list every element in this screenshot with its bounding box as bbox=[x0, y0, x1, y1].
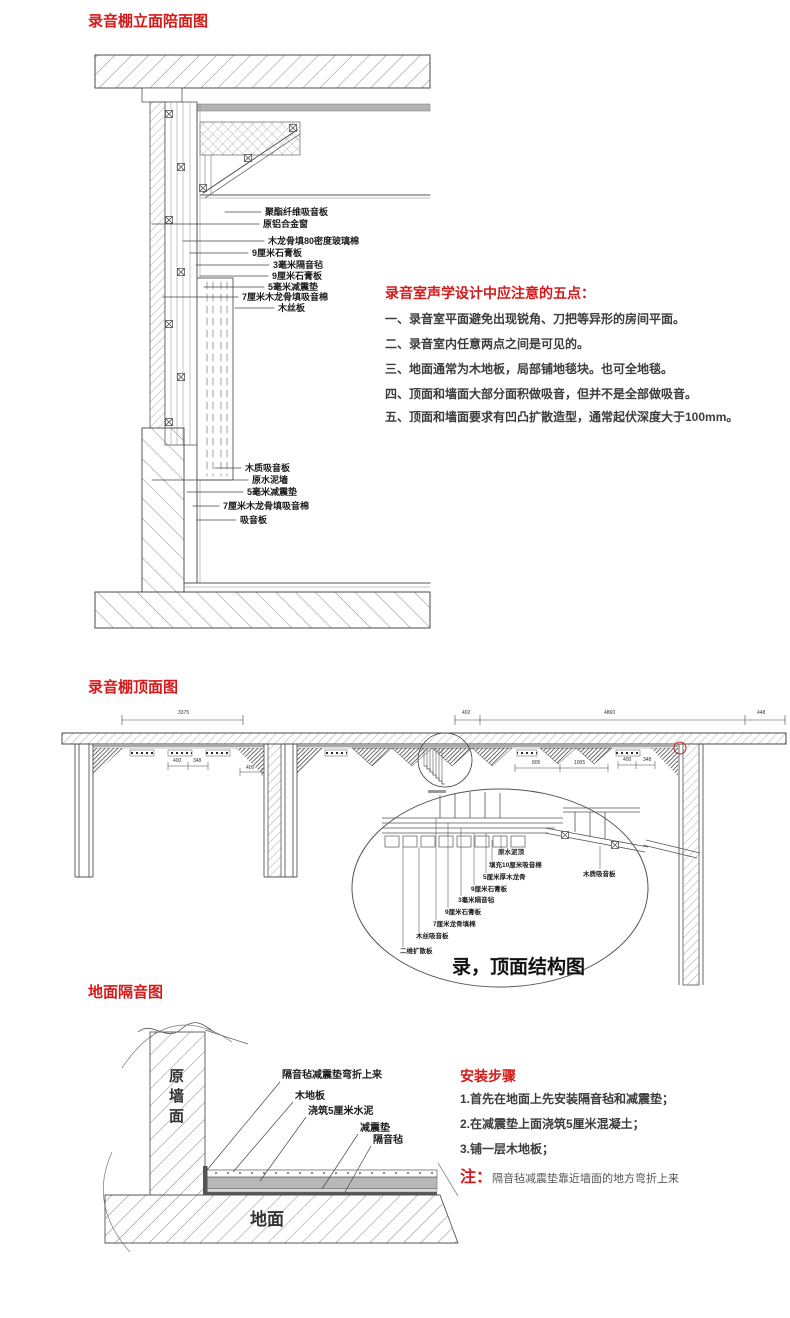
dimension-text: 400 bbox=[246, 765, 255, 771]
steps-heading: 安装步骤 bbox=[460, 1068, 516, 1084]
acoustic-note-item: 一、录音室平面避免出现锐角、刀把等异形的房间平面。 bbox=[385, 312, 686, 326]
material-label: 5毫米减震垫 bbox=[247, 487, 298, 497]
dimension-text: 805 bbox=[532, 760, 541, 766]
dimension-text: 400 bbox=[623, 757, 632, 763]
acoustic-note-item: 三、地面通常为木地板，局部铺地毯块。也可全地毯。 bbox=[385, 362, 674, 376]
detail-label: 填充10厘米吸音棉 bbox=[489, 862, 542, 869]
material-label: 木龙骨填80密度玻璃棉 bbox=[268, 236, 360, 246]
dimension-text: 1005 bbox=[574, 760, 586, 766]
note-label: 注： bbox=[460, 1169, 493, 1186]
material-label: 聚酯纤维吸音板 bbox=[265, 207, 329, 217]
dimension-text: 4860 bbox=[604, 710, 616, 716]
pad-layer bbox=[206, 1188, 438, 1193]
dimension-text: 448 bbox=[757, 710, 766, 716]
concrete-layer bbox=[206, 1176, 438, 1189]
material-label: 木丝板 bbox=[278, 303, 306, 313]
detail-label: 9厘米石膏板 bbox=[471, 886, 508, 893]
step-item: 3.铺一层木地板； bbox=[460, 1142, 555, 1156]
acoustic-note-item: 五、顶面和墙面要求有凹凸扩散造型，通常起伏深度大于100mm。 bbox=[385, 410, 739, 424]
detail-source-circle bbox=[417, 732, 473, 788]
layer-label: 浇筑5厘米水泥 bbox=[308, 1106, 374, 1117]
detail-label: 3毫米隔音毡 bbox=[458, 897, 495, 904]
felt-layer bbox=[207, 1192, 437, 1196]
material-label: 木质吸音板 bbox=[245, 463, 291, 473]
detail-label: 7厘米龙骨填棉 bbox=[433, 921, 476, 928]
acoustic-note-item: 二、录音室内任意两点之间是可见的。 bbox=[385, 337, 590, 351]
floor-label: 地面 bbox=[250, 1210, 284, 1229]
dimension-text: 3375 bbox=[178, 710, 190, 716]
dimension-text: 348 bbox=[643, 757, 652, 763]
material-label: 吸音板 bbox=[240, 515, 268, 525]
section2-title: 录音棚顶面图 bbox=[88, 679, 179, 696]
felt-bend-up bbox=[203, 1166, 208, 1195]
material-label: 原水泥墙 bbox=[252, 475, 289, 485]
material-label: 原铝合金窗 bbox=[263, 219, 309, 229]
dimension-text: 402 bbox=[462, 710, 471, 716]
detail-caption: 录，顶面结构图 bbox=[452, 957, 586, 978]
wall-label: 原墙面 bbox=[167, 1068, 184, 1128]
ceiling-plan-drawing bbox=[61, 715, 787, 988]
detail-label: 木质吸音板 bbox=[583, 871, 616, 878]
note-text: 隔音毡减震垫靠近墙面的地方弯折上来 bbox=[492, 1173, 680, 1185]
material-label: 9厘米石膏板 bbox=[272, 271, 323, 281]
detail-label: 木丝吸音板 bbox=[416, 933, 449, 940]
step-item: 2.在减震垫上面浇筑5厘米混凝土； bbox=[460, 1117, 645, 1131]
step-item: 1.首先在地面上先安装隔音毡和减震垫； bbox=[460, 1092, 675, 1106]
step-note: 注：隔音毡减震垫靠近墙面的地方弯折上来 bbox=[460, 1163, 679, 1187]
floor-detail-drawing bbox=[102, 1022, 459, 1253]
material-label: 3毫米隔音毡 bbox=[273, 260, 324, 270]
material-label: 9厘米石膏板 bbox=[252, 248, 303, 258]
material-label: 5毫米减震垫 bbox=[268, 282, 319, 292]
detail-label: 二维扩散板 bbox=[400, 948, 433, 955]
acoustic-notes-heading: 录音室声学设计中应注意的五点： bbox=[385, 285, 595, 301]
dimension-text: 348 bbox=[193, 758, 202, 764]
dimension-text: 400 bbox=[173, 758, 182, 764]
acoustic-note-item: 四、顶面和墙面大部分面积做吸音，但并不是全部做吸音。 bbox=[385, 387, 698, 401]
material-label: 7厘米木龙骨填吸音棉 bbox=[223, 501, 310, 511]
layer-label: 减震垫 bbox=[360, 1123, 390, 1134]
elevation-detail-drawing bbox=[94, 54, 431, 629]
wood-floor-layer bbox=[206, 1169, 438, 1178]
layer-label: 木地板 bbox=[295, 1091, 325, 1102]
section1-title: 录音棚立面陪面图 bbox=[88, 13, 209, 30]
material-label: 7厘米木龙骨填吸音棉 bbox=[242, 292, 329, 302]
detail-label: 9厘米石膏板 bbox=[445, 909, 482, 916]
layer-label: 隔音毡 bbox=[373, 1135, 403, 1146]
detail-label: 原水泥顶 bbox=[498, 849, 524, 856]
layer-label: 隔音毡减震垫弯折上来 bbox=[282, 1070, 382, 1081]
section3-title: 地面隔音图 bbox=[88, 984, 164, 1001]
detail-label: 5厘米厚木龙骨 bbox=[483, 874, 526, 881]
